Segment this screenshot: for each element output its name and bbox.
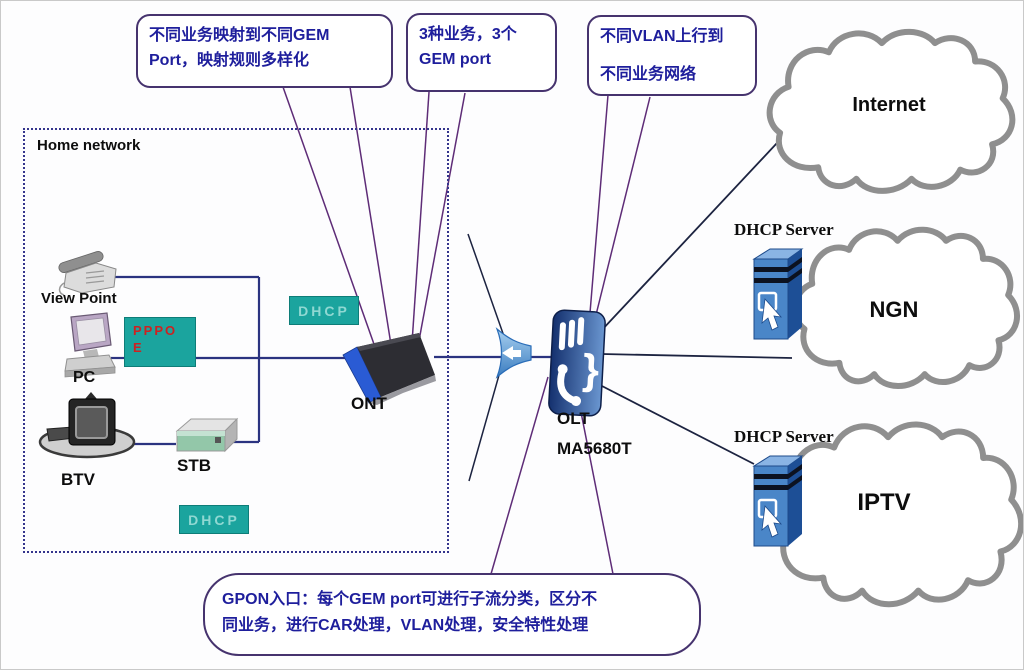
home-network-box bbox=[23, 128, 449, 553]
svg-text:}: } bbox=[581, 345, 600, 393]
pppoe-line1: PPPO bbox=[133, 323, 178, 338]
home-wires bbox=[101, 275, 553, 446]
callout-gem-mapping: 不同业务映射到不同GEM Port，映射规则多样化 bbox=[136, 14, 393, 88]
splitter-icon bbox=[495, 327, 532, 379]
olt-icon: } bbox=[548, 309, 606, 417]
callout-gem-mapping-line2: Port，映射规则多样化 bbox=[149, 51, 310, 69]
callout-three-services-line1: 3种业务，3个 bbox=[419, 26, 517, 43]
dhcp-server-ngn-icon bbox=[752, 247, 804, 341]
btv-label: BTV bbox=[61, 470, 95, 489]
home-network-title: Home network bbox=[37, 137, 141, 154]
olt-model-label: MA5680T bbox=[557, 439, 632, 458]
ont-label: ONT bbox=[351, 394, 387, 413]
ngn-cloud-label: NGN bbox=[869, 297, 919, 322]
callout-gpon-ingress-line1: GPON入口：每个GEM port可进行子流分类，区分不 bbox=[222, 591, 598, 608]
iptv-cloud-label: IPTV bbox=[857, 489, 911, 516]
ont-icon bbox=[342, 333, 436, 405]
view-point-label: View Point bbox=[41, 290, 117, 307]
dhcp-tag-lower: DHCP bbox=[179, 505, 249, 534]
pc-icon bbox=[64, 312, 116, 378]
olt-label: OLT bbox=[557, 409, 590, 428]
uplink-lines bbox=[599, 142, 793, 465]
callout-three-services: 3种业务，3个 GEM port bbox=[406, 13, 557, 92]
callout-gpon-ingress: GPON入口：每个GEM port可进行子流分类，区分不 同业务，进行CAR处理… bbox=[203, 573, 701, 656]
callout-three-services-line2: GEM port bbox=[419, 50, 491, 68]
dhcp-server-iptv-label: DHCP Server bbox=[734, 427, 834, 446]
callout-pointers bbox=[282, 86, 651, 575]
dhcp-server-ngn-label: DHCP Server bbox=[734, 220, 834, 239]
callout-vlan-uplink: 不同VLAN上行到 不同业务网络 bbox=[587, 15, 757, 96]
dhcp-tag-upper: DHCP bbox=[289, 296, 359, 325]
pppoe-line2: E bbox=[133, 339, 144, 355]
pc-label: PC bbox=[73, 369, 96, 386]
dhcp-upper-text: DHCP bbox=[298, 302, 350, 319]
pppoe-tag: PPPO E bbox=[124, 317, 196, 367]
callout-vlan-uplink-line1: 不同VLAN上行到 bbox=[600, 28, 724, 45]
stb-icon bbox=[175, 417, 239, 453]
internet-cloud-label: Internet bbox=[852, 94, 926, 116]
splitter-branches bbox=[467, 233, 507, 482]
callout-vlan-uplink-line2: 不同业务网络 bbox=[600, 65, 697, 83]
callout-gpon-ingress-line2: 同业务，进行CAR处理，VLAN处理，安全特性处理 bbox=[222, 617, 589, 635]
stb-label: STB bbox=[177, 456, 211, 475]
btv-icon bbox=[38, 392, 136, 459]
phone-icon bbox=[58, 251, 117, 296]
dhcp-server-iptv-icon bbox=[752, 454, 804, 548]
dhcp-lower-text: DHCP bbox=[188, 511, 240, 528]
callout-gem-mapping-line1: 不同业务映射到不同GEM bbox=[149, 27, 330, 44]
